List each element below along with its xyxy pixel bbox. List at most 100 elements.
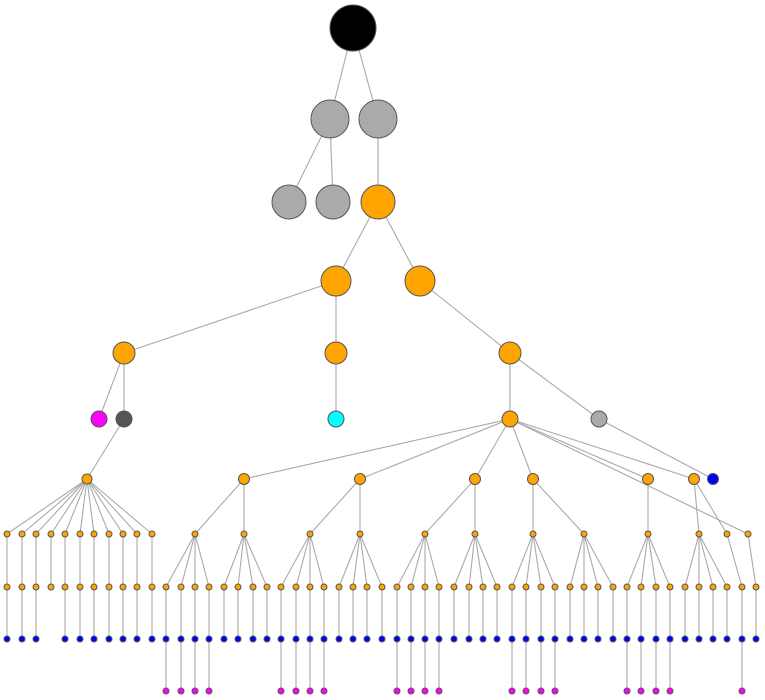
tree-edges [6,27,757,691]
tree-node [335,583,343,591]
tree-node [76,583,84,591]
tree-edge [424,533,440,588]
tree-node [90,635,98,643]
tree-node [249,583,257,591]
tree-node [177,687,185,695]
tree-node [220,635,228,643]
tree-node [148,530,156,538]
tree-edge [598,418,714,480]
tree-node [306,635,314,643]
tree-node [551,635,559,643]
tree-node [594,635,602,643]
tree-edge [747,533,757,588]
tree-edge [647,533,671,588]
tree-node [642,473,654,485]
tree-node [191,583,199,591]
tree-node [498,341,522,365]
tree-node [177,635,185,643]
tree-node [566,635,574,643]
tree-edge [698,533,728,588]
tree-node [404,265,436,297]
tree-node [522,687,530,695]
tree-node [358,99,398,139]
tree-edge [424,478,476,535]
tree-edge [532,478,585,535]
tree-node [590,410,608,428]
tree-edge [474,533,498,588]
tree-node [609,635,617,643]
tree-node [90,530,98,538]
tree-node [465,583,473,591]
tree-node [479,583,487,591]
tree-node [695,530,703,538]
tree-node [378,583,386,591]
tree-edge [237,533,245,588]
tree-node [623,635,631,643]
tree-node [271,184,307,220]
tree-edge [223,533,245,588]
tree-node [263,583,271,591]
tree-node [205,583,213,591]
tree-node [133,530,141,538]
tree-node [652,687,660,695]
tree-node [644,530,652,538]
tree-edge [726,533,743,588]
tree-edge [194,533,210,588]
tree-edge [79,478,88,535]
tree-node [363,583,371,591]
tree-node [537,635,545,643]
tree-node [320,687,328,695]
tree-edge [86,478,138,535]
tree-node [393,635,401,643]
tree-node [752,635,760,643]
tree-node [537,687,545,695]
tree-edge [583,533,599,588]
tree-node [360,184,396,220]
tree-node [327,410,345,428]
tree-node [320,583,328,591]
tree-node [723,635,731,643]
tree-node [277,583,285,591]
tree-node [522,583,530,591]
tree-node [90,583,98,591]
tree-edge [359,533,383,588]
tree-edge [86,478,110,535]
tree-edge [468,533,476,588]
tree-node [306,583,314,591]
tree-edge [35,478,88,535]
tree-node [637,687,645,695]
tree-node [240,530,248,538]
tree-node [320,635,328,643]
tree-node [349,583,357,591]
tree-node [407,635,415,643]
tree-node [105,583,113,591]
tree-node [238,473,250,485]
tree-node [393,583,401,591]
tree-edge [640,533,649,588]
tree-node [623,687,631,695]
tree-node [666,583,674,591]
tree-edge [419,280,511,354]
tree-node [277,687,285,695]
tree-node [378,635,386,643]
tree-node [162,687,170,695]
tree-node [310,99,350,139]
tree-edge [525,533,534,588]
tree-node [580,530,588,538]
tree-nodes [3,4,760,695]
tree-edge [86,418,125,480]
tree-node [393,687,401,695]
tree-node [191,530,199,538]
tree-node [148,635,156,643]
tree-node [471,530,479,538]
tree-edge [338,533,361,588]
tree-edge [647,533,657,588]
tree-node [349,635,357,643]
tree-node [47,530,55,538]
tree-node [580,635,588,643]
tree-edge [86,478,95,535]
tree-node [695,583,703,591]
tree-node [249,635,257,643]
tree-edge [474,418,511,480]
